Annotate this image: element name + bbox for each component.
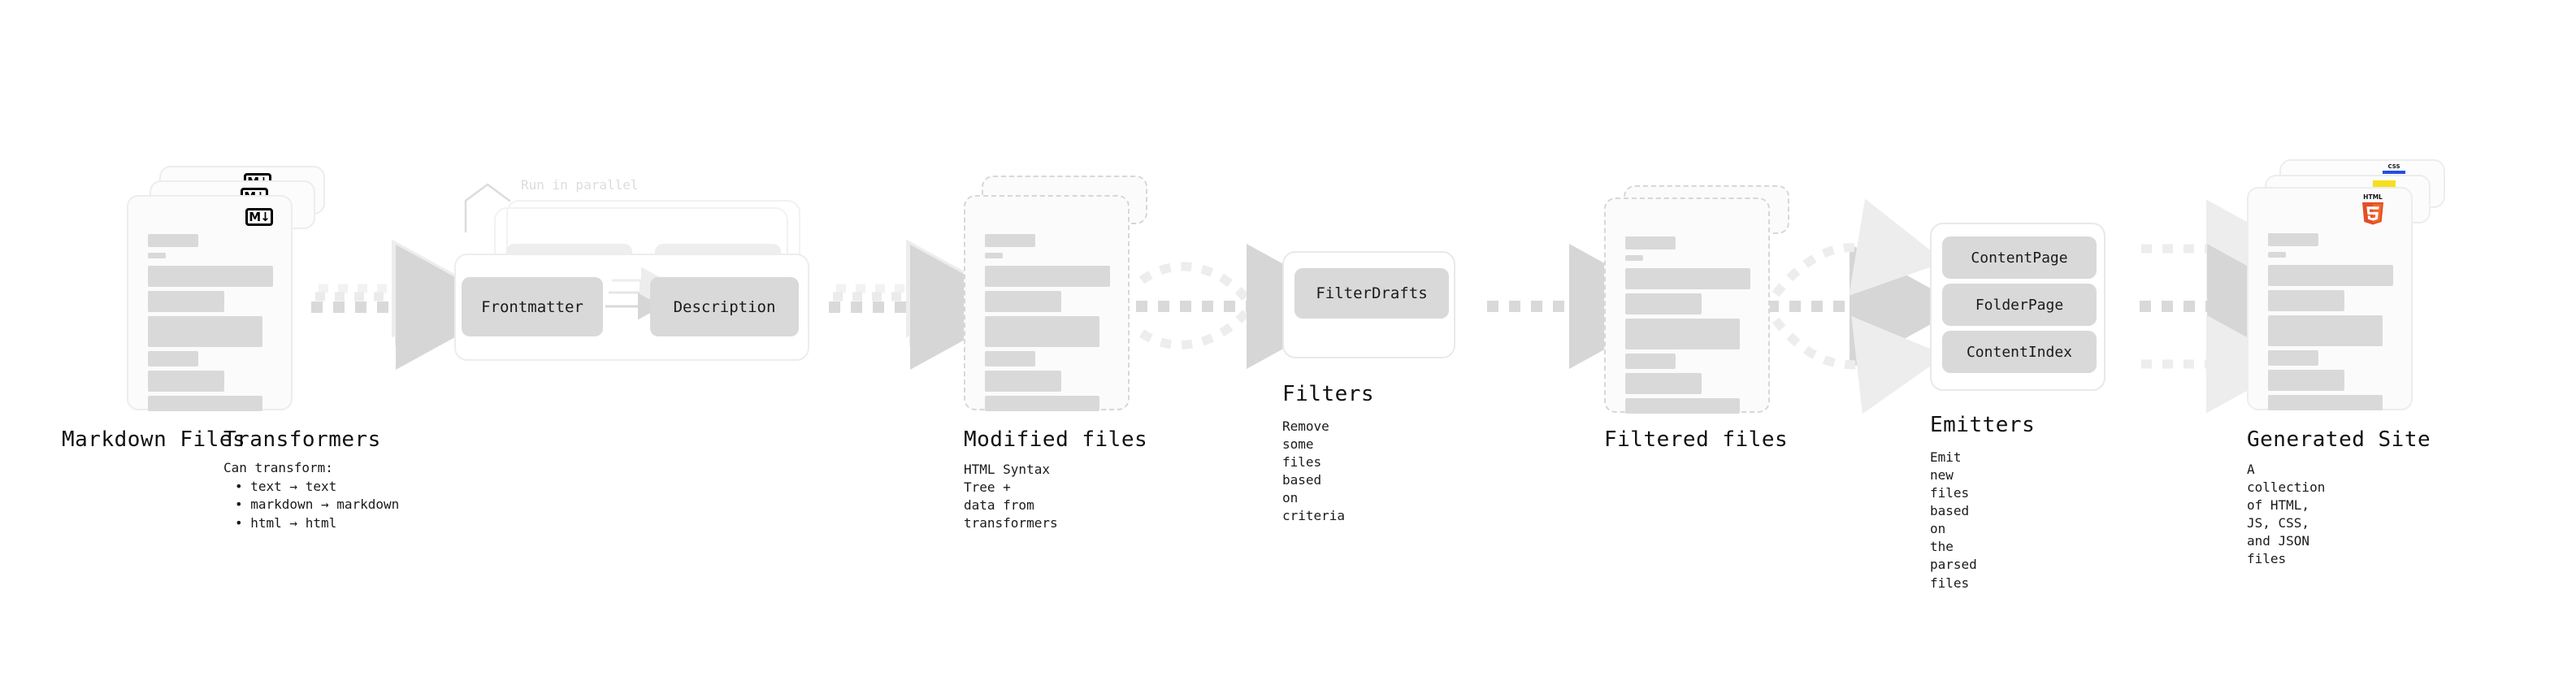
skeleton-bar — [2268, 265, 2393, 286]
skeleton-bar — [985, 253, 1003, 258]
emitter-pill-contentindex[interactable]: ContentIndex — [1942, 331, 2097, 373]
connector-filtered-to-emitters — [1767, 198, 1963, 414]
stage-subtitle-emitters: Emit new files based on the parsed files — [1930, 449, 1977, 591]
transformers-bullet-list: Can transform: text → text markdown → ma… — [223, 459, 399, 533]
stage-title-emitters: Emitters — [1930, 413, 2036, 437]
connector-emitters-to-site — [2140, 199, 2321, 414]
css-badge: CSS — [2383, 164, 2405, 174]
skeleton-bar — [1625, 293, 1702, 314]
connector-md-to-transformers — [311, 239, 510, 370]
site-card-front-html — [2247, 187, 2413, 410]
markdown-card-front: M↓ — [127, 195, 293, 411]
skeleton-bar — [985, 371, 1061, 392]
stage-subtitle-generated-site: A collection of HTML, JS, CSS, and JSON … — [2247, 462, 2326, 567]
skeleton-bar — [2268, 233, 2318, 246]
skeleton-bar — [2268, 370, 2344, 391]
bullet-item: text → text — [235, 478, 399, 497]
skeleton-bar — [985, 351, 1035, 367]
stage-title-modified-files: Modified files — [964, 427, 1148, 452]
skeleton-bar — [148, 266, 273, 287]
skeleton-bar — [148, 234, 198, 247]
filters-box: FilterDrafts — [1282, 251, 1455, 358]
skeleton-bar — [2268, 350, 2318, 366]
skeleton-bar — [148, 253, 166, 258]
skeleton-bar — [2268, 290, 2344, 311]
svg-text:HTML: HTML — [2363, 193, 2383, 201]
modified-card-front — [964, 195, 1130, 411]
emitter-pill-folderpage[interactable]: FolderPage — [1942, 284, 2097, 326]
stage-title-filtered-files: Filtered files — [1604, 427, 1789, 452]
skeleton-bar — [985, 396, 1099, 411]
stage-title-markdown-files: Markdown Files — [62, 427, 246, 452]
filter-pill-filterdrafts[interactable]: FilterDrafts — [1295, 268, 1449, 319]
emitter-pill-contentpage[interactable]: ContentPage — [1942, 236, 2097, 279]
transformer-pill-description[interactable]: Description — [650, 277, 799, 336]
skeleton-bar — [2268, 315, 2383, 346]
bullet-item: html → html — [235, 514, 399, 533]
skeleton-bar — [985, 291, 1061, 312]
skeleton-bar — [1625, 268, 1750, 289]
skeleton-bar — [2268, 252, 2286, 258]
markdown-badge-front: M↓ — [245, 208, 273, 226]
skeleton-bar — [985, 234, 1035, 247]
filtered-card-front — [1604, 197, 1770, 414]
skeleton-bar — [1625, 354, 1676, 369]
bullet-item: markdown → markdown — [235, 496, 399, 514]
skeleton-bar — [2268, 395, 2383, 410]
skeleton-bar — [1625, 319, 1740, 349]
stage-subtitle-filters: Remove some files based on criteria — [1282, 419, 1346, 524]
run-in-parallel-label: Run in parallel — [521, 177, 639, 193]
skeleton-bar — [985, 266, 1110, 287]
skeleton-bar — [148, 396, 262, 411]
html5-icon: HTML — [2359, 193, 2387, 225]
connector-modified-to-filters — [1136, 244, 1360, 369]
emitters-box: ContentPage FolderPage ContentIndex — [1930, 223, 2105, 391]
stage-subtitle-modified-files: HTML Syntax Tree + data from transformer… — [964, 462, 1058, 531]
skeleton-bar — [148, 291, 224, 312]
stage-title-generated-site: Generated Site — [2247, 427, 2431, 452]
stage-title-filters: Filters — [1282, 382, 1375, 406]
skeleton-bar — [1625, 255, 1643, 261]
skeleton-bar — [148, 371, 224, 392]
skeleton-bar — [1625, 398, 1740, 414]
skeleton-bar — [985, 316, 1099, 347]
bullets-header: Can transform: — [223, 460, 333, 475]
skeleton-bar — [1625, 236, 1676, 249]
skeleton-bar — [1625, 373, 1702, 394]
skeleton-bar — [148, 351, 198, 367]
stage-title-transformers: Transformers — [223, 427, 381, 452]
connector-transformers-to-modified — [829, 239, 1024, 370]
skeleton-bar — [148, 316, 262, 347]
transformer-pill-frontmatter[interactable]: Frontmatter — [462, 277, 603, 336]
